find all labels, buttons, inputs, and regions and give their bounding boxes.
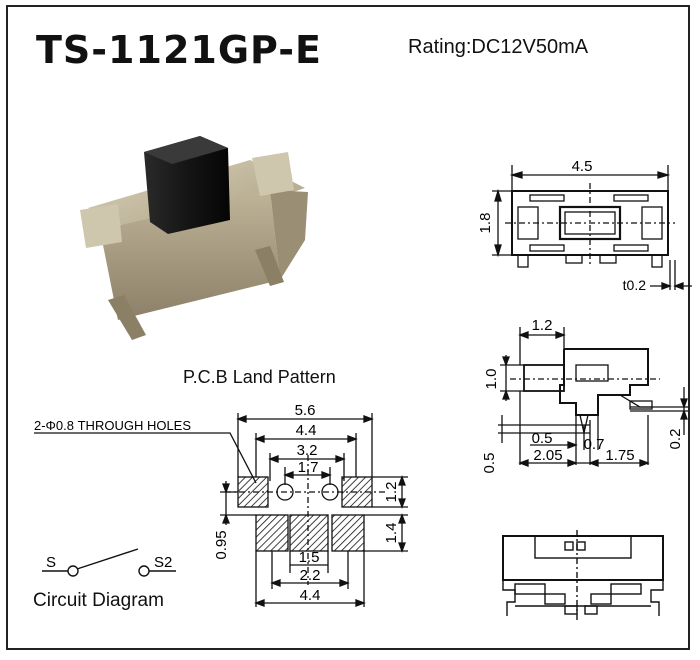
top-view-drawing: 4.5 1.8 t0.2 bbox=[477, 158, 692, 293]
pcb-dim-3-2: 3.2 bbox=[297, 442, 318, 459]
pcb-dim-1-7: 1.7 bbox=[298, 459, 319, 476]
top-width-dim: 4.5 bbox=[572, 158, 593, 175]
pcb-dim-1-2: 1.2 bbox=[383, 482, 400, 503]
side-dim-1-2: 1.2 bbox=[532, 317, 553, 334]
pcb-dim-2-2: 2.2 bbox=[300, 567, 321, 584]
drawing-frame bbox=[6, 5, 690, 650]
circuit-symbol: S S2 bbox=[42, 548, 176, 577]
pcb-dim-4-4-bottom: 4.4 bbox=[300, 587, 321, 604]
side-dim-1-0: 1.0 bbox=[483, 369, 500, 390]
pcb-land-pattern-title: P.C.B Land Pattern bbox=[183, 367, 336, 387]
product-photo bbox=[80, 136, 308, 340]
side-view-drawing: 1.2 1.0 0.5 0.7 0.5 0.2 2.05 1.75 bbox=[481, 317, 688, 474]
rating-label: Rating:DC12V50mA bbox=[408, 36, 589, 58]
through-holes-note: 2-Φ0.8 THROUGH HOLES bbox=[34, 418, 191, 433]
thickness-dim: t0.2 bbox=[623, 277, 647, 293]
side-dim-0-5b: 0.5 bbox=[481, 453, 498, 474]
pcb-dim-4-4-top: 4.4 bbox=[296, 422, 317, 439]
pcb-land-pattern-drawing: 5.6 4.4 3.2 1.7 1.2 1.4 0.95 1.5 2.2 4.4… bbox=[34, 402, 408, 607]
side-dim-0-7: 0.7 bbox=[584, 436, 605, 453]
side-dim-0-5a: 0.5 bbox=[532, 430, 553, 447]
pcb-dim-5-6: 5.6 bbox=[295, 402, 316, 419]
circuit-diagram-title: Circuit Diagram bbox=[33, 590, 164, 611]
circuit-label-s: S bbox=[46, 554, 56, 571]
circuit-label-s2: S2 bbox=[154, 554, 172, 571]
part-number-title: TS-1121GP-E bbox=[36, 28, 322, 72]
pcb-dim-1-5: 1.5 bbox=[299, 549, 320, 566]
top-height-dim: 1.8 bbox=[477, 213, 494, 234]
side-dim-2-05: 2.05 bbox=[533, 447, 562, 464]
bottom-view-drawing bbox=[502, 530, 664, 620]
side-dim-0-2: 0.2 bbox=[667, 429, 684, 450]
side-dim-1-75: 1.75 bbox=[605, 447, 634, 464]
pcb-dim-0-95: 0.95 bbox=[213, 530, 230, 559]
pcb-dim-1-4: 1.4 bbox=[383, 523, 400, 544]
